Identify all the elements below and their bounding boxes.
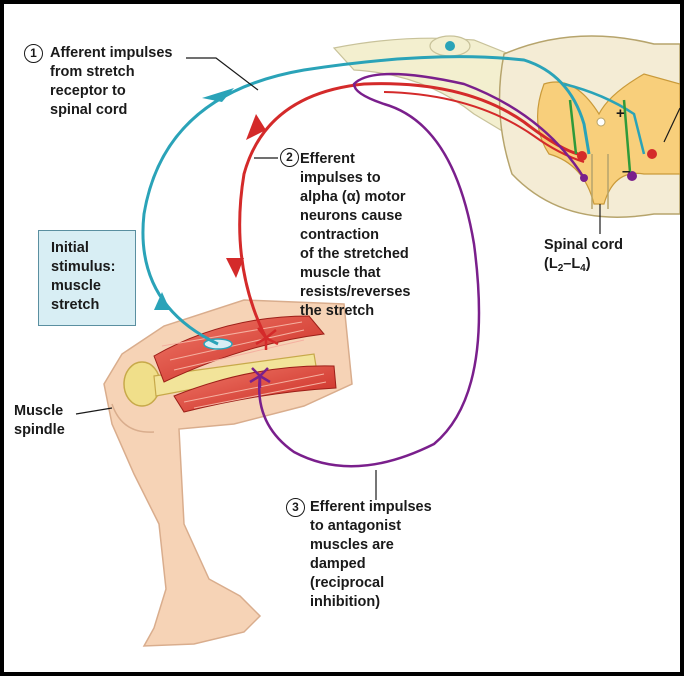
step-2-badge: 2 [280,148,299,167]
quadriceps-muscle [153,315,325,383]
spinal-segment-dash: –L [563,256,581,272]
leader-spindle [75,407,113,415]
spinal-segment-end: 4 [580,263,586,274]
diagram-frame: 1 Afferent impulses from stretch recepto… [4,4,680,672]
spinal-cord-title: Spinal cord [544,237,623,253]
step-3-badge: 3 [286,498,305,517]
muscle-spindle-label: Muscle spindle [14,403,65,438]
interneuron [568,99,632,173]
alpha-motor-neuron-right [647,149,657,159]
afferent-arrow-upper [202,88,234,102]
efferent-alpha-label: Efferent impulses to alpha (α) motor neu… [300,151,411,319]
spinal-segment-start: 2 [557,263,564,274]
afferent-branch [563,82,646,155]
efferent-alpha-arrow-upper [246,114,266,140]
efferent-alpha-arrow-lower [226,258,244,278]
efferent-alpha-pathway [238,82,579,339]
antagonist-interneuron-end [580,174,588,182]
afferent-cell-body [445,41,455,51]
efferent-alpha-terminal [255,327,279,350]
initial-stimulus-label: Initial stimulus: muscle stretch [51,240,116,313]
efferent-alpha-axon-parallel [383,91,585,163]
efferent-antagonist-label: Efferent impulses to antagonist muscles … [310,499,432,610]
afferent-arrow-lower [154,292,170,310]
antagonist-pathway [258,72,586,468]
knee-outline [111,403,155,433]
spinal-cord-label: Spinal cord (L2–L4) [544,236,623,278]
excitatory-plus-sign: + [616,105,625,122]
antagonist-terminal [249,367,271,388]
leader-afferent [186,57,259,91]
reflex-diagram-art [75,35,680,647]
alpha-motor-neuron-left [577,151,587,161]
initial-stimulus-box: Initial stimulus: muscle stretch [38,230,136,326]
spinal-segment-suffix: ) [585,256,591,272]
inhibitory-minus-sign: – [622,163,631,180]
afferent-pathway [141,55,591,346]
leader-right-edge [663,107,680,143]
step-1-badge: 1 [24,44,43,63]
afferent-label: Afferent impulses from stretch receptor … [50,45,173,118]
spinal-segment-prefix: (L [544,256,558,272]
spinal-cord-section [498,35,680,218]
antagonist-motor-neuron [627,171,637,181]
